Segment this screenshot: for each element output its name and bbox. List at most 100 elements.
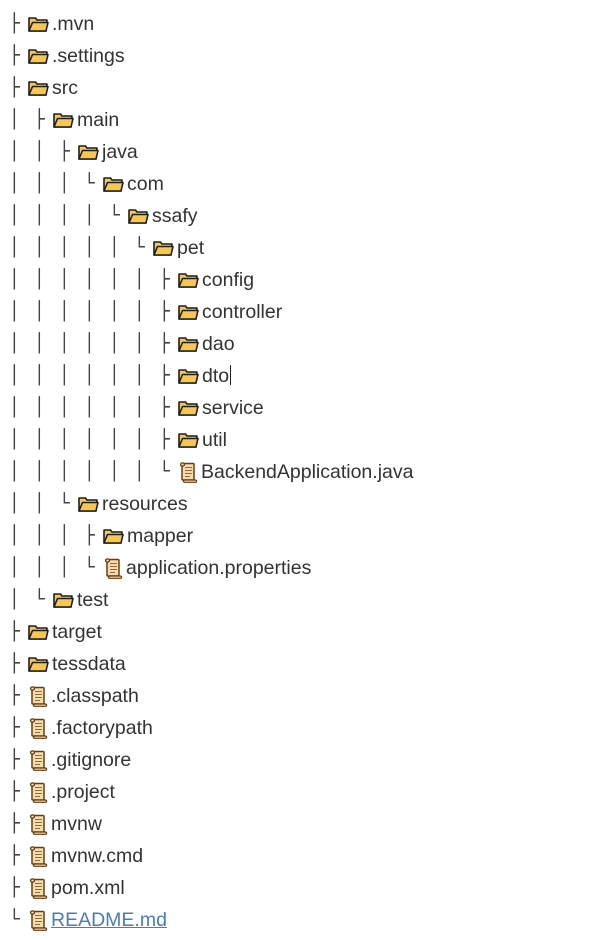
tree-row-file[interactable]: ├ .factorypath bbox=[0, 712, 608, 744]
tree-vertical-line: │ bbox=[34, 461, 45, 482]
tree-row-file[interactable]: ├.gitignore bbox=[0, 744, 608, 776]
tree-vertical-line: │ bbox=[109, 333, 120, 354]
scroll-file-icon bbox=[102, 557, 124, 579]
tree-vertical-line: │ bbox=[109, 237, 120, 258]
folder-icon bbox=[177, 269, 199, 291]
tree-branch: ├ bbox=[9, 813, 20, 834]
tree-row-folder[interactable]: ││││││├dao bbox=[0, 328, 608, 360]
tree-row-folder[interactable]: ││││││├dto bbox=[0, 360, 608, 392]
tree-vertical-line: │ bbox=[84, 429, 95, 450]
tree-branch: ├ bbox=[59, 141, 70, 162]
tree-row-folder[interactable]: ├src bbox=[0, 72, 608, 104]
tree-vertical-line: │ bbox=[34, 301, 45, 322]
tree-row-folder[interactable]: ││││││├util bbox=[0, 424, 608, 456]
tree-vertical-line: │ bbox=[9, 397, 20, 418]
tree-branch: ├ bbox=[159, 269, 170, 290]
tree-vertical-line: │ bbox=[59, 269, 70, 290]
tree-row-file[interactable]: ││││││└BackendApplication.java bbox=[0, 456, 608, 488]
folder-icon bbox=[77, 141, 99, 163]
tree-item-label: .project bbox=[51, 781, 115, 803]
tree-vertical-line: │ bbox=[84, 237, 95, 258]
tree-item-label: .settings bbox=[52, 45, 125, 67]
tree-row-folder[interactable]: ├.settings bbox=[0, 40, 608, 72]
tree-item-label: pom.xml bbox=[51, 877, 125, 899]
tree-vertical-line: │ bbox=[134, 365, 145, 386]
scroll-file-icon bbox=[27, 813, 49, 835]
tree-item-label: config bbox=[202, 269, 255, 291]
tree-vertical-line: │ bbox=[59, 429, 70, 450]
tree-row-file[interactable]: ├ pom.xml bbox=[0, 872, 608, 904]
folder-icon bbox=[77, 493, 99, 515]
scroll-file-icon bbox=[27, 685, 49, 707]
tree-branch: ├ bbox=[159, 301, 170, 322]
tree-vertical-line: │ bbox=[9, 109, 20, 130]
tree-vertical-line: │ bbox=[9, 237, 20, 258]
tree-item-label: mapper bbox=[127, 525, 194, 547]
tree-row-folder[interactable]: ├.mvn bbox=[0, 8, 608, 40]
tree-row-folder[interactable]: │││├mapper bbox=[0, 520, 608, 552]
tree-vertical-line: │ bbox=[9, 493, 20, 514]
tree-row-folder[interactable]: ││││││├controller bbox=[0, 296, 608, 328]
tree-row-folder[interactable]: ├target bbox=[0, 616, 608, 648]
tree-vertical-line: │ bbox=[34, 173, 45, 194]
tree-row-folder[interactable]: ├tessdata bbox=[0, 648, 608, 680]
tree-row-folder[interactable]: ││││││├service bbox=[0, 392, 608, 424]
tree-vertical-line: │ bbox=[34, 333, 45, 354]
tree-vertical-line: │ bbox=[59, 397, 70, 418]
tree-row-file[interactable]: ├.project bbox=[0, 776, 608, 808]
tree-vertical-line: │ bbox=[134, 397, 145, 418]
tree-row-file[interactable]: ├.classpath bbox=[0, 680, 608, 712]
tree-item-label: .factorypath bbox=[51, 717, 153, 739]
tree-item-label: dto bbox=[202, 365, 232, 387]
tree-branch: ├ bbox=[9, 877, 20, 898]
tree-row-folder[interactable]: │└test bbox=[0, 584, 608, 616]
tree-row-folder[interactable]: │├main bbox=[0, 104, 608, 136]
tree-row-file[interactable]: └README.md bbox=[0, 904, 608, 936]
tree-last-branch: └ bbox=[159, 461, 170, 482]
tree-row-file[interactable]: ├mvnw.cmd bbox=[0, 840, 608, 872]
tree-row-folder[interactable]: ││││└ssafy bbox=[0, 200, 608, 232]
tree-row-folder[interactable]: │││││└pet bbox=[0, 232, 608, 264]
tree-branch: ├ bbox=[34, 109, 45, 130]
tree-item-label: pet bbox=[177, 237, 205, 259]
tree-row-file[interactable]: ├ mvnw bbox=[0, 808, 608, 840]
tree-branch: ├ bbox=[159, 429, 170, 450]
tree-vertical-line: │ bbox=[84, 301, 95, 322]
tree-item-label: com bbox=[127, 173, 164, 195]
tree-vertical-line: │ bbox=[9, 333, 20, 354]
tree-vertical-line: │ bbox=[34, 493, 45, 514]
readme-link[interactable]: README.md bbox=[51, 909, 167, 931]
tree-vertical-line: │ bbox=[109, 461, 120, 482]
tree-row-folder[interactable]: ││└resources bbox=[0, 488, 608, 520]
tree-vertical-line: │ bbox=[34, 525, 45, 546]
tree-vertical-line: │ bbox=[59, 173, 70, 194]
tree-vertical-line: │ bbox=[134, 461, 145, 482]
folder-icon bbox=[102, 525, 124, 547]
text-cursor bbox=[230, 365, 232, 385]
scroll-file-icon bbox=[27, 877, 49, 899]
tree-last-branch: └ bbox=[134, 237, 145, 258]
folder-icon bbox=[177, 397, 199, 419]
tree-branch: ├ bbox=[9, 749, 20, 770]
tree-vertical-line: │ bbox=[34, 205, 45, 226]
tree-row-folder[interactable]: │││└com bbox=[0, 168, 608, 200]
tree-item-label: src bbox=[52, 77, 78, 99]
folder-icon bbox=[27, 621, 49, 643]
tree-vertical-line: │ bbox=[9, 589, 20, 610]
tree-row-folder[interactable]: ││││││├config bbox=[0, 264, 608, 296]
folder-icon bbox=[177, 365, 199, 387]
tree-row-folder[interactable]: ││├java bbox=[0, 136, 608, 168]
tree-vertical-line: │ bbox=[134, 429, 145, 450]
scroll-file-icon bbox=[27, 749, 49, 771]
tree-item-label: mvnw bbox=[51, 813, 102, 835]
tree-item-label: .classpath bbox=[51, 685, 139, 707]
tree-vertical-line: │ bbox=[34, 397, 45, 418]
folder-icon bbox=[27, 77, 49, 99]
tree-vertical-line: │ bbox=[59, 365, 70, 386]
tree-branch: ├ bbox=[9, 717, 20, 738]
tree-row-file[interactable]: │││└application.properties bbox=[0, 552, 608, 584]
tree-last-branch: └ bbox=[59, 493, 70, 514]
scroll-file-icon bbox=[27, 781, 49, 803]
tree-vertical-line: │ bbox=[9, 301, 20, 322]
